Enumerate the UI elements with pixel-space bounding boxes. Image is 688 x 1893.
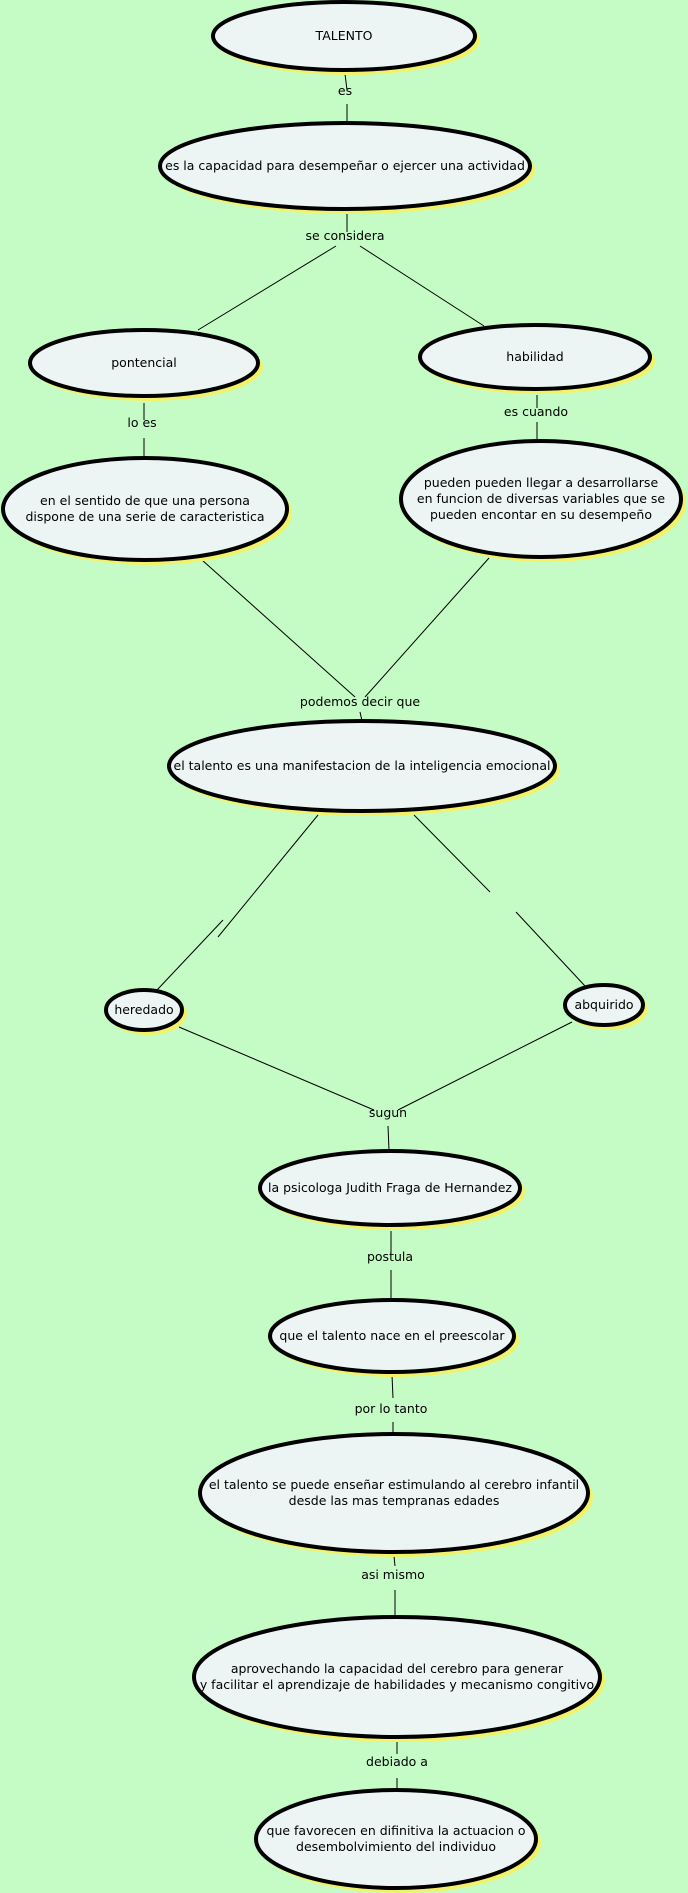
node-label: que el talento nace en el preescolar — [279, 1328, 505, 1343]
node-capacidad[interactable]: es la capacidad para desempeñar o ejerce… — [158, 121, 535, 214]
connector-line — [359, 245, 485, 327]
node-label: en funcion de diversas variables que se — [417, 491, 666, 506]
node-ellipse — [167, 719, 557, 813]
node-label: abquirido — [574, 997, 633, 1012]
connector-line — [217, 814, 319, 938]
node-favorecen[interactable]: que favorecen en difinitiva la actuacion… — [254, 1788, 541, 1893]
connector-line — [344, 73, 348, 91]
node-ellipse — [1, 456, 289, 562]
connector-line — [393, 1555, 396, 1567]
node-label: desde las mas tempranas edades — [289, 1493, 500, 1508]
connector-line — [178, 1026, 375, 1111]
connector-line — [201, 559, 356, 698]
link-labels: es se considera lo es es cuando podemos deci… — [127, 83, 568, 1769]
node-label: dispone de una serie de caracteristica — [25, 509, 264, 524]
node-ellipse — [563, 983, 645, 1027]
node-label: desembolvimiento del individuo — [296, 1839, 496, 1854]
link-label-es-cuando: es cuando — [504, 404, 568, 419]
node-preescolar[interactable]: que el talento nace en el preescolar — [268, 1298, 519, 1377]
node-ellipse — [254, 1788, 538, 1890]
node-ellipse — [399, 439, 683, 559]
connector-line — [515, 911, 586, 987]
link-label-debiado-a: debiado a — [366, 1754, 428, 1769]
link-label-postula: postula — [367, 1249, 413, 1264]
node-label: que favorecen en difinitiva la actuacion… — [267, 1823, 526, 1838]
link-label-se-considera: se considera — [305, 228, 384, 243]
node-label: es la capacidad para desempeñar o ejerce… — [165, 158, 525, 173]
node-label: pontencial — [111, 355, 177, 370]
link-label-es: es — [338, 83, 352, 98]
link-label-lo-es: lo es — [127, 415, 156, 430]
node-ellipse — [104, 988, 184, 1032]
node-label: el talento se puede enseñar estimulando … — [209, 1477, 579, 1492]
node-manifestacion[interactable]: el talento es una manifestacion de la in… — [167, 719, 560, 816]
node-ellipse — [192, 1615, 602, 1739]
node-ensenar[interactable]: el talento se puede enseñar estimulando … — [198, 1432, 593, 1557]
node-label: TALENTO — [315, 28, 373, 43]
node-label: heredado — [114, 1002, 173, 1017]
connector-line — [364, 557, 490, 698]
node-label: la psicologa Judith Fraga de Hernandez — [268, 1180, 512, 1195]
node-talento[interactable]: TALENTO — [211, 0, 480, 75]
node-ellipse — [268, 1298, 516, 1374]
node-label: aprovechando la capacidad del cerebro pa… — [231, 1661, 564, 1676]
connector-line — [391, 1374, 394, 1399]
node-ellipse — [211, 0, 477, 72]
node-heredado[interactable]: heredado — [104, 988, 187, 1035]
connector-line — [156, 919, 224, 991]
connector-line — [397, 1021, 573, 1111]
node-label: en el sentido de que una persona — [40, 493, 250, 508]
node-ellipse — [158, 121, 532, 211]
node-psicologa[interactable]: la psicologa Judith Fraga de Hernandez — [258, 1149, 525, 1230]
connector-line — [387, 1125, 390, 1151]
node-sentido[interactable]: en el sentido de que una personadispone … — [1, 456, 292, 565]
node-label: y facilitar el aprendizaje de habilidade… — [200, 1677, 594, 1692]
node-abquirido[interactable]: abquirido — [563, 983, 648, 1030]
node-ellipse — [258, 1149, 522, 1227]
node-ellipse — [418, 323, 652, 391]
connectors — [143, 73, 586, 1789]
node-label: habilidad — [506, 349, 563, 364]
link-label-sugun: sugun — [369, 1105, 407, 1120]
link-label-asi-mismo: asi mismo — [361, 1567, 425, 1582]
connector-line — [413, 814, 491, 893]
link-label-por-lo-tanto: por lo tanto — [355, 1401, 428, 1416]
node-ellipse — [28, 328, 260, 398]
connector-line — [197, 245, 337, 331]
node-pontencial[interactable]: pontencial — [28, 328, 263, 401]
node-label: pueden encontar en su desempeño — [430, 507, 652, 522]
link-label-podemos-decir-que: podemos decir que — [300, 694, 420, 709]
node-label: el talento es una manifestacion de la in… — [174, 758, 551, 773]
node-aprovechando[interactable]: aprovechando la capacidad del cerebro pa… — [192, 1615, 605, 1742]
node-label: pueden pueden llegar a desarrollarse — [424, 475, 659, 490]
node-ellipse — [198, 1432, 590, 1554]
node-habilidad[interactable]: habilidad — [418, 323, 655, 394]
